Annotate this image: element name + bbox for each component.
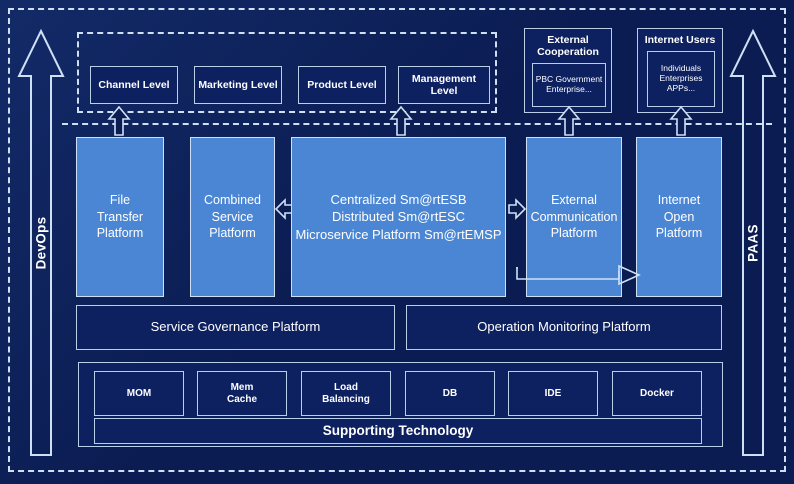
supporting-technology-label: Supporting Technology (322, 423, 474, 439)
external-cooperation-title-line2: Cooperation (537, 46, 599, 59)
tech-box-db[interactable]: DB (405, 371, 495, 416)
connector-arrow-management (389, 105, 413, 136)
internet-users-group[interactable]: Internet Users Individuals Enterprises A… (637, 28, 723, 113)
level-label: Management Level (411, 72, 477, 97)
level-label: Marketing Level (198, 78, 278, 91)
tech-box-ide[interactable]: IDE (508, 371, 598, 416)
arrow-up-icon (557, 105, 581, 136)
consumer-group-frame (77, 32, 497, 113)
level-box-channel[interactable]: Channel Level (90, 66, 178, 104)
tech-box-load-balancing[interactable]: Load Balancing (301, 371, 391, 416)
paas-label: PAAS (745, 224, 761, 262)
connector-arrow-channel (107, 105, 131, 136)
arrow-up-icon (669, 105, 693, 136)
tech-box-mom[interactable]: MOM (94, 371, 184, 416)
internet-users-title: Internet Users (644, 34, 716, 46)
devops-rail (17, 28, 65, 458)
supporting-technology-bar[interactable]: Supporting Technology (94, 418, 702, 444)
platform-label: File Transfer Platform (96, 192, 144, 241)
external-cooperation-title-line1: External (547, 34, 589, 46)
internet-users-inner-box[interactable]: Individuals Enterprises APPs... (647, 51, 715, 107)
platform-label: Combined Service Platform (204, 192, 261, 241)
paas-arrow-up-icon (729, 28, 777, 456)
arrow-right-long-icon (516, 264, 641, 286)
level-label: Product Level (307, 78, 377, 91)
platform-label: Centralized Sm@rtESB Distributed Sm@rtES… (295, 191, 502, 242)
bar-label: Operation Monitoring Platform (477, 319, 651, 335)
layer-separator-dashed-line (62, 123, 772, 125)
level-box-management[interactable]: Management Level (398, 66, 490, 104)
devops-label: DevOps (33, 216, 49, 270)
tech-label: Docker (640, 387, 674, 399)
tech-label: DB (442, 387, 458, 399)
platform-combined-service[interactable]: Combined Service Platform (190, 137, 275, 297)
internet-users-inner-line1: Individuals (660, 63, 702, 74)
platform-internet-open[interactable]: Internet Open Platform (636, 137, 722, 297)
external-cooperation-inner-line1: PBC Government (535, 74, 603, 85)
level-box-product[interactable]: Product Level (298, 66, 386, 104)
tech-label: Mem Cache (226, 382, 257, 405)
connector-arrow-external-cooperation (557, 105, 581, 136)
platform-label: External Communication Platform (530, 192, 618, 241)
platform-label: Internet Open Platform (655, 192, 703, 241)
tech-box-docker[interactable]: Docker (612, 371, 702, 416)
arrow-right-icon (508, 198, 527, 220)
platform-file-transfer[interactable]: File Transfer Platform (76, 137, 164, 297)
level-box-marketing[interactable]: Marketing Level (194, 66, 282, 104)
external-cooperation-inner-line2: Enterprise... (546, 84, 592, 94)
tech-label: MOM (126, 387, 152, 399)
tech-label: IDE (544, 387, 562, 399)
internet-users-inner-line2: Enterprises (659, 73, 703, 84)
arrow-up-icon (389, 105, 413, 136)
bar-label: Service Governance Platform (150, 319, 321, 335)
platform-centralized-esb[interactable]: Centralized Sm@rtESB Distributed Sm@rtES… (291, 137, 506, 297)
paas-rail (729, 28, 777, 458)
external-cooperation-inner-box[interactable]: PBC Government Enterprise... (532, 63, 606, 107)
connector-arrow-internet-users (669, 105, 693, 136)
platform-external-communication[interactable]: External Communication Platform (526, 137, 622, 297)
devops-arrow-up-icon (17, 28, 65, 456)
external-cooperation-group[interactable]: External Cooperation PBC Government Ente… (524, 28, 612, 113)
level-label: Channel Level (98, 78, 170, 91)
tech-box-mem-cache[interactable]: Mem Cache (197, 371, 287, 416)
bar-operation-monitoring[interactable]: Operation Monitoring Platform (406, 305, 722, 350)
internet-users-inner-line3: APPs... (666, 82, 696, 93)
tech-label: Load Balancing (322, 382, 370, 405)
arrow-esb-to-external-communication (508, 198, 527, 220)
outer-dashed-frame (8, 8, 786, 472)
bar-service-governance[interactable]: Service Governance Platform (76, 305, 395, 350)
arrow-to-internet-open-platform (515, 264, 641, 287)
arrow-up-icon (107, 105, 131, 136)
